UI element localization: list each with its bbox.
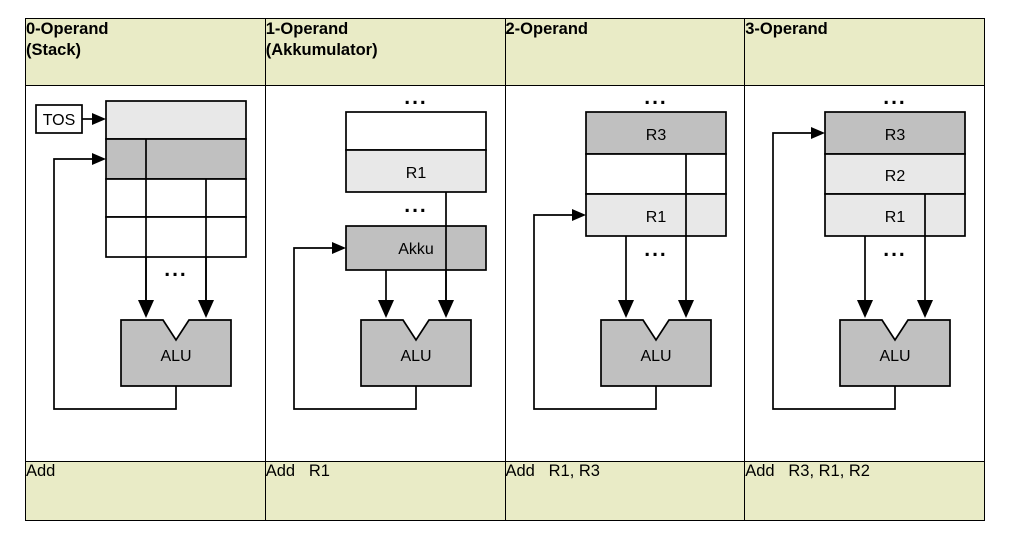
register-file: R3 R2 R1 (824, 110, 967, 237)
register-ellipsis-bottom: ... (404, 194, 428, 217)
header-title-line1: 3-Operand (745, 20, 828, 38)
alu-input-arrow-right (437, 299, 454, 318)
alu-label: ALU (640, 348, 671, 365)
register-ellipsis-bottom: ... (883, 238, 907, 261)
diagram-cell-two-operand: ... R3 R1 ... (504, 84, 746, 462)
register-cell-r3 (584, 110, 727, 155)
alu-label: ALU (880, 348, 911, 365)
writeback-arrowhead (811, 126, 826, 139)
alu-input-arrow-right (917, 299, 934, 318)
stack-architecture-diagram: TOS ... ALU (26, 86, 265, 434)
register-label-r3: R3 (645, 127, 666, 144)
register-ellipsis-top: ... (883, 86, 907, 109)
stack-ellipsis: ... (164, 258, 188, 281)
tos-arrowhead (92, 112, 106, 125)
alu-label: ALU (400, 348, 431, 365)
two-operand-architecture-diagram: ... R3 R1 ... (506, 86, 745, 434)
alu-input-arrow-right (677, 299, 694, 318)
register-ellipsis-top: ... (404, 86, 428, 109)
tos-label-box (35, 103, 83, 134)
register-label-r1: R1 (406, 165, 427, 182)
header-title-line1: 2-Operand (505, 20, 589, 38)
alu-input-arrow-left (138, 299, 154, 318)
register-label-r1: R1 (645, 209, 666, 226)
diagram-cell-zero-operand: TOS ... ALU (25, 84, 266, 462)
tos-label: TOS (43, 112, 76, 129)
alu-input-arrow-left (377, 299, 394, 318)
register-label-r1: R1 (885, 209, 906, 226)
stack-cell-2 (105, 177, 247, 218)
alu-block (599, 318, 712, 387)
instruction-one-operand: Add R1 (264, 460, 506, 522)
register-cell-r3 (824, 110, 967, 155)
register-cell-1 (344, 148, 487, 193)
stack-cell-1 (105, 137, 247, 180)
register-file: R1 (344, 110, 487, 193)
three-operand-architecture-diagram: ... R3 R2 R1 ... (745, 86, 984, 434)
table-diagram-row: TOS ... ALU (25, 84, 985, 462)
alu-block (839, 318, 952, 387)
register-cell-0 (344, 110, 487, 151)
register-ellipsis-bottom: ... (644, 238, 668, 261)
header-title-line2: (Akkumulator) (265, 40, 378, 59)
alu-feedback-path (53, 157, 177, 410)
stack-box (105, 99, 247, 258)
stack-cell-3 (105, 215, 247, 258)
column-header-one-operand: 1-Operand (Akkumulator) (264, 18, 506, 86)
register-cell-r2 (824, 152, 967, 195)
alu-block (120, 318, 232, 387)
header-title-line2: (Stack) (26, 40, 82, 59)
alu-input-arrow-left (857, 299, 874, 318)
accumulator-architecture-diagram: ... R1 ... Akku (266, 86, 505, 434)
register-ellipsis-top: ... (644, 86, 668, 109)
alu-feedback-path (532, 213, 657, 410)
alu-feedback-path (292, 246, 417, 410)
register-label-r2: R2 (885, 168, 906, 185)
register-cell-empty (584, 152, 727, 195)
alu-input-arrow-right (198, 299, 214, 318)
register-label-r3: R3 (885, 127, 906, 144)
instruction-zero-operand: Add (25, 460, 266, 522)
header-title-line1: 0-Operand (26, 20, 109, 38)
table-instruction-row: Add Add R1 Add R1, R3 Add R3, R1, R2 (25, 460, 985, 522)
instruction-two-operand: Add R1, R3 (504, 460, 746, 522)
alu-block (359, 318, 472, 387)
diagram-cell-three-operand: ... R3 R2 R1 ... (744, 84, 985, 462)
writeback-arrowhead (92, 152, 106, 165)
operand-comparison-table: 0-Operand (Stack) 1-Operand (Akkumulator… (25, 18, 985, 522)
column-header-three-operand: 3-Operand (744, 18, 985, 86)
alu-label: ALU (160, 348, 191, 365)
stack-cell-0 (105, 99, 247, 140)
table-header-row: 0-Operand (Stack) 1-Operand (Akkumulator… (25, 18, 985, 86)
register-file: R3 R1 (584, 110, 727, 237)
writeback-arrowhead (571, 208, 586, 221)
tos-pointer: TOS (35, 103, 106, 134)
column-header-two-operand: 2-Operand (504, 18, 746, 86)
accumulator-block (344, 224, 487, 271)
instruction-three-operand: Add R3, R1, R2 (744, 460, 985, 522)
accumulator-label: Akku (398, 241, 434, 258)
register-cell-r1 (824, 192, 967, 237)
column-header-zero-operand: 0-Operand (Stack) (25, 18, 266, 86)
diagram-cell-one-operand: ... R1 ... Akku (264, 84, 506, 462)
writeback-arrowhead (331, 241, 346, 254)
alu-feedback-path (772, 131, 897, 410)
header-title-line1: 1-Operand (265, 20, 349, 38)
alu-input-arrow-left (617, 299, 634, 318)
